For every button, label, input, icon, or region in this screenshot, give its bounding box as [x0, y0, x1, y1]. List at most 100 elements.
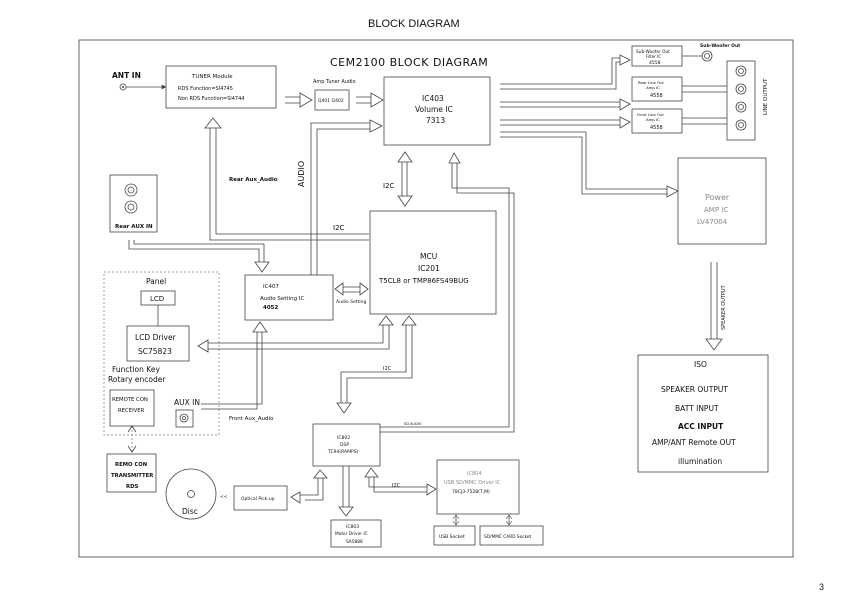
power-amp-title: Power [705, 193, 730, 202]
front-line-title: Front Line Out [637, 112, 664, 117]
panel-title: Panel [146, 277, 166, 286]
sub-filter-4558: 4558 [649, 60, 661, 66]
iso-connector-block [637, 354, 769, 473]
front-line-amp-block [631, 108, 683, 134]
ic407-audio-setting-block [244, 274, 334, 321]
ic407-function: Audio Setting IC [260, 296, 304, 302]
i2c-label-volume: I2C [383, 182, 395, 190]
optical-pickup-block [233, 485, 288, 511]
ic803-motor-driver-block [330, 519, 382, 548]
ic804-usb-sd-block [436, 459, 520, 515]
ic403-7313: 7313 [426, 116, 445, 125]
remote-receiver-line2: RECEIVER [118, 408, 145, 414]
ic803-part: SA5888 [346, 539, 363, 545]
iso-title: ISO [694, 360, 707, 369]
mcu-block [369, 210, 497, 315]
ic803-title: IC803 [346, 524, 359, 530]
amp-tuner-audio-label: Amp Tuner Audio [313, 79, 356, 85]
page-number: 3 [819, 582, 825, 592]
rear-aux-audio-label: Rear Aux_Audio [229, 177, 278, 183]
tuner-title: TUNER Module [191, 74, 233, 80]
lcd-label: LCD [150, 295, 164, 303]
remote-receiver-block [109, 389, 155, 427]
q401-label: Q401 Q402 [318, 98, 344, 104]
tuner-module-block [165, 65, 277, 109]
remote-transmitter-line2: TRANSMITTER [111, 473, 153, 479]
remote-receiver-line1: REMOTE CON [112, 397, 148, 403]
iso-acc-input: ACC INPUT [678, 422, 724, 431]
disc-icon [165, 468, 217, 520]
sub-woofer-jack [701, 50, 713, 62]
iso-speaker-output: SPEAKER OUTPUT [661, 385, 728, 394]
front-line-ic: Amp IC [646, 117, 660, 122]
iso-illumination: illumination [678, 457, 722, 466]
ic804-part: 78CJ3-7528(T,M) [452, 489, 490, 495]
mcu-part: T5CL8 or TMP86FS49BUG [378, 277, 469, 285]
aux-in-label: AUX IN [174, 398, 200, 407]
rear-line-4558: 4558 [650, 93, 663, 99]
rear-line-amp-block [631, 76, 683, 102]
rear-aux-in-label: Rear AUX IN [115, 224, 153, 230]
lcd-driver-title: LCD Driver [135, 333, 177, 342]
lcd-driver-part: SC75823 [138, 347, 172, 356]
remote-transmitter-block [106, 453, 157, 493]
ic802-dsp-block [312, 423, 381, 467]
lcd-driver-block [126, 325, 190, 362]
ic804-title: IC804 [467, 471, 482, 477]
ant-in-label: ANT IN [112, 71, 141, 80]
power-amp-ic: AMP IC [704, 206, 728, 214]
function-key-label: Function Key [112, 365, 160, 374]
ic403-volume-block [383, 76, 491, 146]
line-output-jack-panel [726, 60, 756, 141]
remote-transmitter-line1: REMO CON [115, 462, 147, 468]
rear-line-title: Rear Line Out [638, 80, 664, 85]
ic407-title: IC407 [263, 284, 279, 290]
disc-label: Disc [182, 507, 198, 516]
optical-pickup-label: Optical Pick-up [241, 496, 275, 502]
tuner-rds: RDS Function=SI4745 [178, 86, 233, 92]
speaker-output-label: SPEAKER OUTPUT [721, 284, 727, 330]
mcu-ic201: IC201 [418, 264, 440, 273]
sub-woofer-out-label: Sub-Woofer Out [700, 43, 741, 49]
remote-transmitter-rds: RDS [126, 484, 138, 490]
line-output-label: LINE OUTPUT [763, 78, 769, 115]
ic802-title: IC802 [337, 435, 350, 441]
tuner-non-rds: Non RDS Function=SI4744 [178, 96, 244, 102]
i2c-label-dsp: I2C [383, 366, 392, 372]
q401-q402-block [314, 89, 350, 111]
rotary-encoder-label: Rotary encoder [108, 375, 166, 384]
audio-label: AUDIO [297, 161, 306, 187]
page-header: BLOCK DIAGRAM [368, 18, 460, 30]
ic407-4052: 4052 [263, 305, 278, 311]
ic802-dsp: DSP [340, 442, 349, 448]
i2c-label-usb: I2C [392, 483, 401, 489]
iso-batt-input: BATT INPUT [675, 404, 719, 413]
power-amp-lv47004: LV47004 [697, 218, 728, 226]
usb-socket-label: USB Socket [439, 534, 465, 540]
front-aux-jack [175, 409, 194, 428]
cc-arrow-label: << [220, 494, 228, 500]
panel-group [103, 271, 220, 436]
iso-amp-ant-remote: AMP/ANT Remote OUT [652, 438, 736, 447]
diagram-title: CEM2100 BLOCK DIAGRAM [330, 56, 488, 69]
front-aux-audio-label: Front Aux_Audio [229, 416, 274, 422]
diagram-frame [78, 39, 794, 558]
ic802-part: TC94(RAMPS) [327, 449, 359, 455]
usb-socket-block [433, 525, 476, 546]
ic804-function: USB SD/MMC Driver IC [444, 480, 501, 486]
sd-socket-block [479, 525, 544, 546]
sub-filter-title: Sub-Woofer Out [636, 49, 670, 55]
power-amp-block [677, 157, 767, 245]
ic403-title: IC403 [422, 94, 444, 103]
ic803-function: Motor Driver IC [335, 531, 368, 537]
i2c-label-tuner: I2C [333, 224, 345, 232]
sd-socket-label: SD/MMC CARD Socket [484, 534, 532, 540]
audio-setting-label: Audio Setting [336, 299, 366, 305]
sub-filter-ic: Filter IC [646, 54, 661, 59]
rear-line-ic: Amp IC [646, 85, 660, 90]
sd-audio-label: SD AUDIO [404, 422, 422, 426]
mcu-title: MCU [420, 252, 437, 261]
front-line-4558: 4558 [650, 125, 663, 131]
ic403-volume: Volume IC [415, 105, 453, 114]
